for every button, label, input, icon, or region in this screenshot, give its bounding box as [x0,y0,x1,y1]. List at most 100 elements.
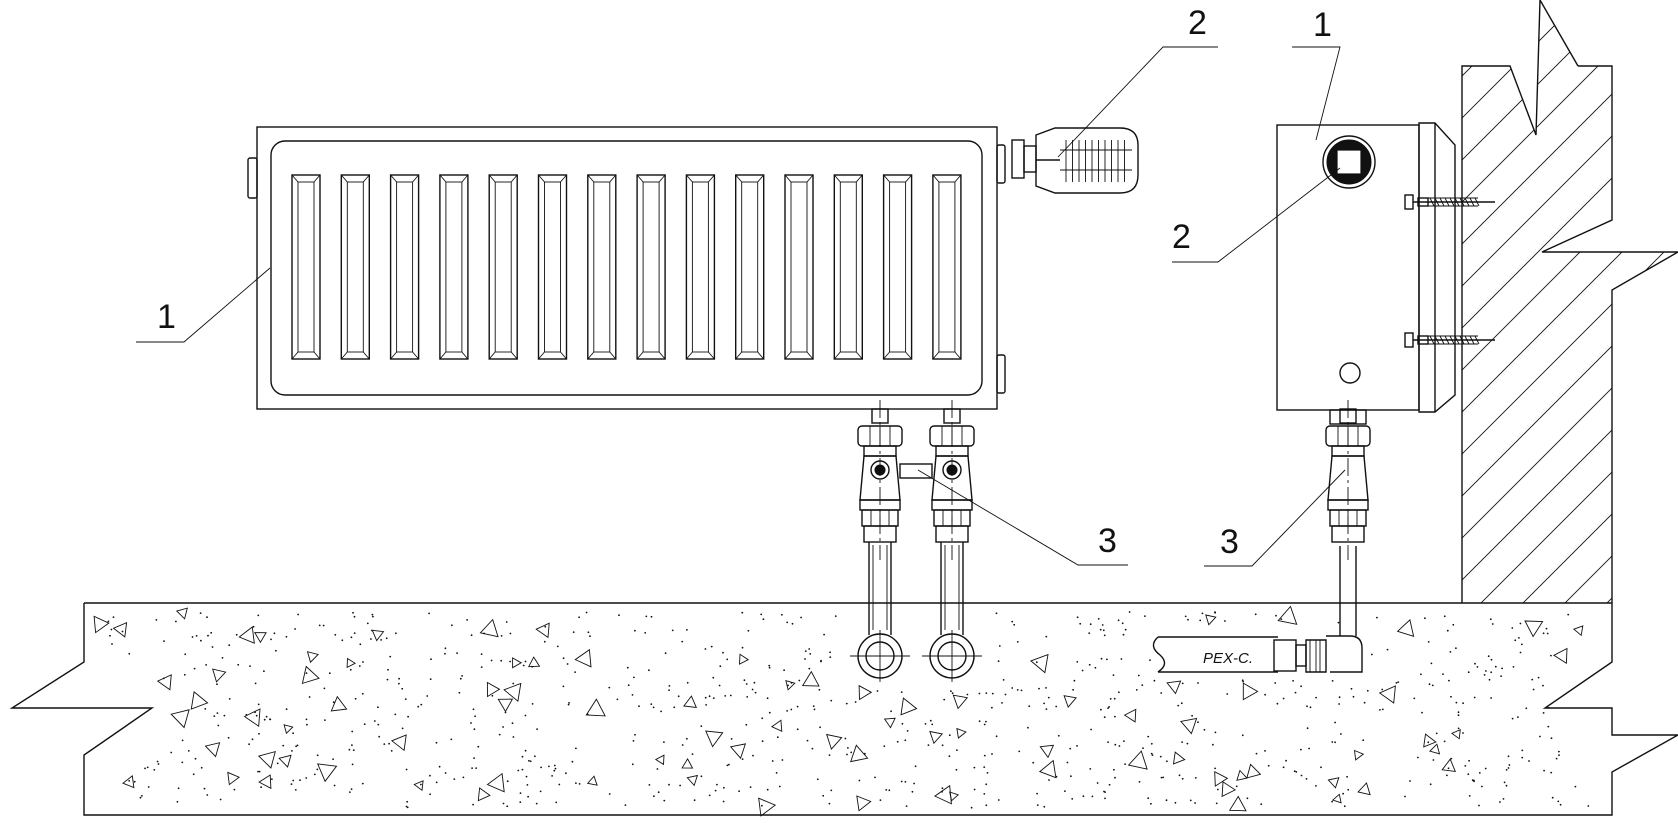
hatch-line [1462,0,1678,603]
aggregate-stone [729,743,747,760]
aggregate-dot [1381,688,1384,691]
aggregate-dot [657,791,660,794]
aggregate-dot [1280,618,1283,620]
aggregate-stone [122,775,135,789]
aggregate-dot [1457,727,1460,730]
aggregate-dot [1519,622,1522,625]
aggregate-dot [775,772,778,774]
aggregate-dot [361,692,364,695]
aggregate-dot [450,738,453,741]
aggregate-dot [1473,780,1475,783]
fin-bevel [735,174,743,183]
fin-bevel [686,351,693,360]
aggregate-stone [683,695,698,709]
aggregate-dot [1455,701,1458,704]
hatch-line [1463,0,1678,603]
aggregate-dot [1121,622,1124,625]
aggregate-dot [1264,750,1266,752]
fin-bevel [636,351,644,360]
radiator-fin-inner [593,181,611,353]
aggregate-stone [175,607,188,620]
aggregate-stone [949,791,960,802]
aggregate-stone [1552,647,1568,664]
aggregate-dot [997,660,1000,663]
aggregate-dot [1027,726,1029,729]
aggregate-dot [1100,708,1102,711]
aggregate-dot [1395,682,1398,684]
callout-right-vent: 2 [1172,167,1341,263]
aggregate-dot [1499,801,1501,803]
aggregate-dot [760,613,763,616]
aggregate-dot [1081,669,1084,672]
aggregate-dot [386,678,389,681]
aggregate-dot [1162,776,1165,779]
aggregate-stone [204,742,221,758]
aggregate-dot [885,789,888,791]
aggregate-dot [1507,767,1510,769]
aggregate-dot [1120,658,1123,660]
callout-label: 3 [1098,522,1117,560]
hatch-line [1462,0,1678,603]
aggregate-dot [290,783,293,785]
fin-bevel [855,351,863,360]
aggregate-dot [216,683,218,686]
fin-bevel [538,174,545,183]
hatch-line [1462,0,1623,603]
radiator-fin-inner [642,181,660,353]
aggregate-dot [1300,748,1302,751]
aggregate-dot [924,723,927,725]
aggregate-stone [758,797,777,817]
aggregate-dot [429,793,431,796]
aggregate-dot [1381,708,1384,711]
aggregate-dot [714,789,717,792]
radiator-fin [685,174,716,360]
hatch-line [1547,0,1678,603]
aggregate-dot [313,773,316,776]
aggregate-dot [1260,803,1263,806]
aggregate-dot [787,684,789,687]
aggregate-dot [1028,705,1031,708]
aggregate-dot [512,682,515,685]
aggregate-dot [1559,803,1562,806]
aggregate-dot [829,651,831,654]
aggregate-dot [558,783,561,786]
aggregate-stone [479,618,499,638]
anchor-thread [1439,197,1445,207]
fin-bevel [833,174,841,183]
aggregate-dot [354,697,357,700]
aggregate-dot [351,744,353,746]
aggregate-dot [791,622,794,625]
aggregate-dot [505,621,508,623]
aggregate-dot [1035,661,1038,664]
aggregate-dot [490,659,493,662]
aggregate-dot [1144,615,1146,617]
aggregate-dot [1150,802,1152,805]
aggregate-dot [888,789,891,792]
aggregate-stone [330,695,348,712]
aggregate-dot [844,737,847,740]
aggregate-dot [1413,697,1416,700]
aggregate-dot [204,708,207,710]
aggregate-dot [385,637,388,640]
aggregate-dot [567,703,570,706]
aggregate-dot [420,703,423,706]
aggregate-dot [1002,679,1005,681]
aggregate-dot [1153,679,1156,682]
aggregate-dot [318,624,321,627]
aggregate-dot [1001,702,1003,704]
aggregate-dot [235,633,238,636]
aggregate-dot [1567,613,1570,616]
aggregate-dot [1511,717,1514,720]
aggregate-dot [876,690,879,692]
anchor-thread [1444,197,1450,207]
aggregate-dot [1123,740,1125,742]
aggregate-dot [1432,759,1435,761]
aggregate-dot [809,653,812,655]
hatch-line [1673,0,1678,603]
aggregate-dot [121,630,124,633]
aggregate-dot [710,645,713,648]
aggregate-dot [228,644,231,647]
aggregate-dot [1347,788,1350,791]
radiator-fin [735,174,765,360]
aggregate-dot [671,629,674,632]
